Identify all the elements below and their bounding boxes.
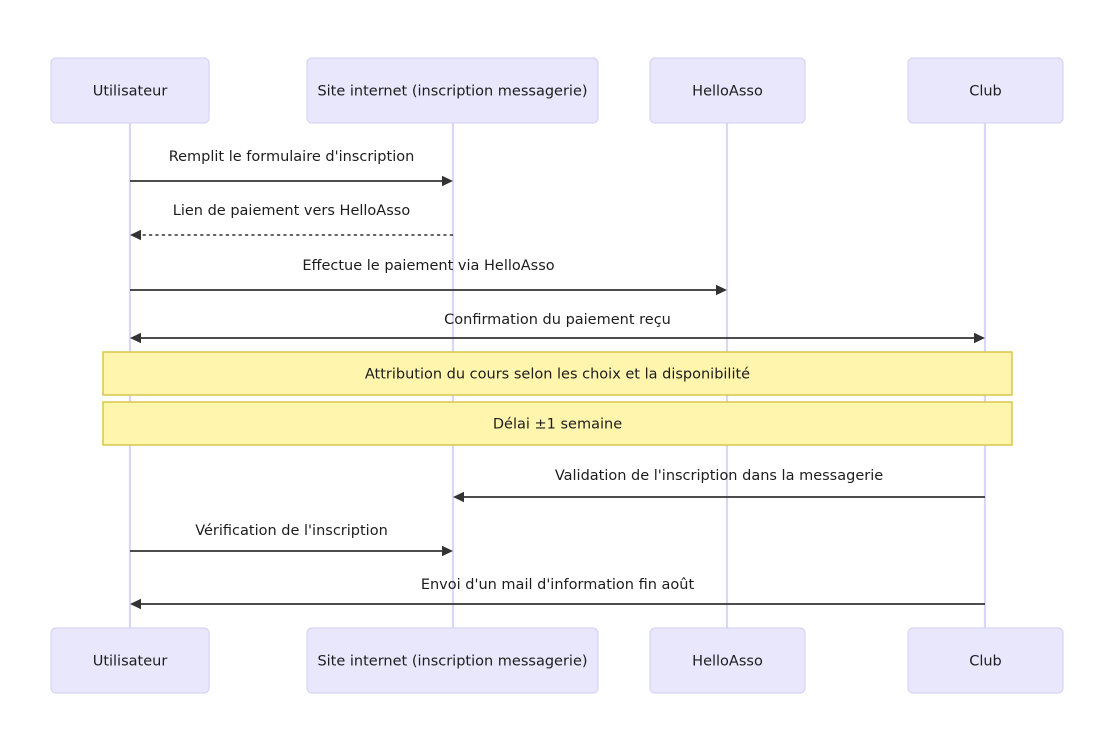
arrowhead-icon (453, 491, 464, 503)
arrowhead-icon (716, 284, 727, 296)
participant-club-bottom[interactable]: Club (907, 627, 1064, 694)
message-m4: Confirmation du paiement reçu (130, 312, 985, 344)
participant-helloasso-bottom[interactable]: HelloAsso (649, 627, 806, 694)
participant-box[interactable] (50, 627, 210, 694)
message-label: Envoi d'un mail d'information fin août (421, 577, 695, 593)
arrowhead-icon (130, 598, 141, 610)
message-label: Vérification de l'inscription (195, 523, 388, 539)
participant-label: Site internet (inscription messagerie) (317, 84, 587, 100)
participant-label: HelloAsso (692, 84, 763, 100)
notes-layer: Attribution du cours selon les choix et … (102, 351, 1013, 446)
participant-label: Club (969, 84, 1002, 100)
participant-box[interactable] (907, 627, 1064, 694)
participant-box[interactable] (306, 627, 599, 694)
participant-label: Utilisateur (93, 654, 168, 670)
note-n2: Délai ±1 semaine (102, 401, 1013, 446)
arrowhead-icon (130, 229, 141, 241)
participant-site-bottom[interactable]: Site internet (inscription messagerie) (306, 627, 599, 694)
participant-label: Club (969, 654, 1002, 670)
arrowhead-icon (442, 545, 453, 557)
participant-box[interactable] (306, 57, 599, 124)
message-label: Effectue le paiement via HelloAsso (302, 258, 554, 274)
message-m1: Remplit le formulaire d'inscription (130, 149, 453, 187)
participant-helloasso-top[interactable]: HelloAsso (649, 57, 806, 124)
participant-label: Site internet (inscription messagerie) (317, 654, 587, 670)
messages-layer: Remplit le formulaire d'inscriptionLien … (130, 149, 985, 610)
message-label: Remplit le formulaire d'inscription (169, 149, 415, 165)
participant-box[interactable] (649, 627, 806, 694)
arrowhead-icon (442, 175, 453, 187)
participant-site-top[interactable]: Site internet (inscription messagerie) (306, 57, 599, 124)
message-label: Validation de l'inscription dans la mess… (555, 468, 883, 484)
arrowhead-icon (130, 332, 141, 344)
participant-club-top[interactable]: Club (907, 57, 1064, 124)
message-m2: Lien de paiement vers HelloAsso (130, 203, 453, 241)
note-label: Attribution du cours selon les choix et … (365, 367, 750, 383)
participant-label: HelloAsso (692, 654, 763, 670)
participant-label: Utilisateur (93, 84, 168, 100)
message-m7: Envoi d'un mail d'information fin août (130, 577, 985, 610)
message-label: Confirmation du paiement reçu (444, 312, 671, 328)
note-label: Délai ±1 semaine (493, 417, 622, 433)
participant-utilisateur-top[interactable]: Utilisateur (50, 57, 210, 124)
message-m5: Validation de l'inscription dans la mess… (453, 468, 985, 503)
note-background (102, 401, 1013, 446)
participant-box[interactable] (907, 57, 1064, 124)
message-m3: Effectue le paiement via HelloAsso (130, 258, 727, 296)
participant-box[interactable] (649, 57, 806, 124)
message-label: Lien de paiement vers HelloAsso (173, 203, 411, 219)
note-n1: Attribution du cours selon les choix et … (102, 351, 1013, 396)
note-background (102, 351, 1013, 396)
message-m6: Vérification de l'inscription (130, 523, 453, 557)
arrowhead-icon (974, 332, 985, 344)
participant-utilisateur-bottom[interactable]: Utilisateur (50, 627, 210, 694)
participant-box[interactable] (50, 57, 210, 124)
